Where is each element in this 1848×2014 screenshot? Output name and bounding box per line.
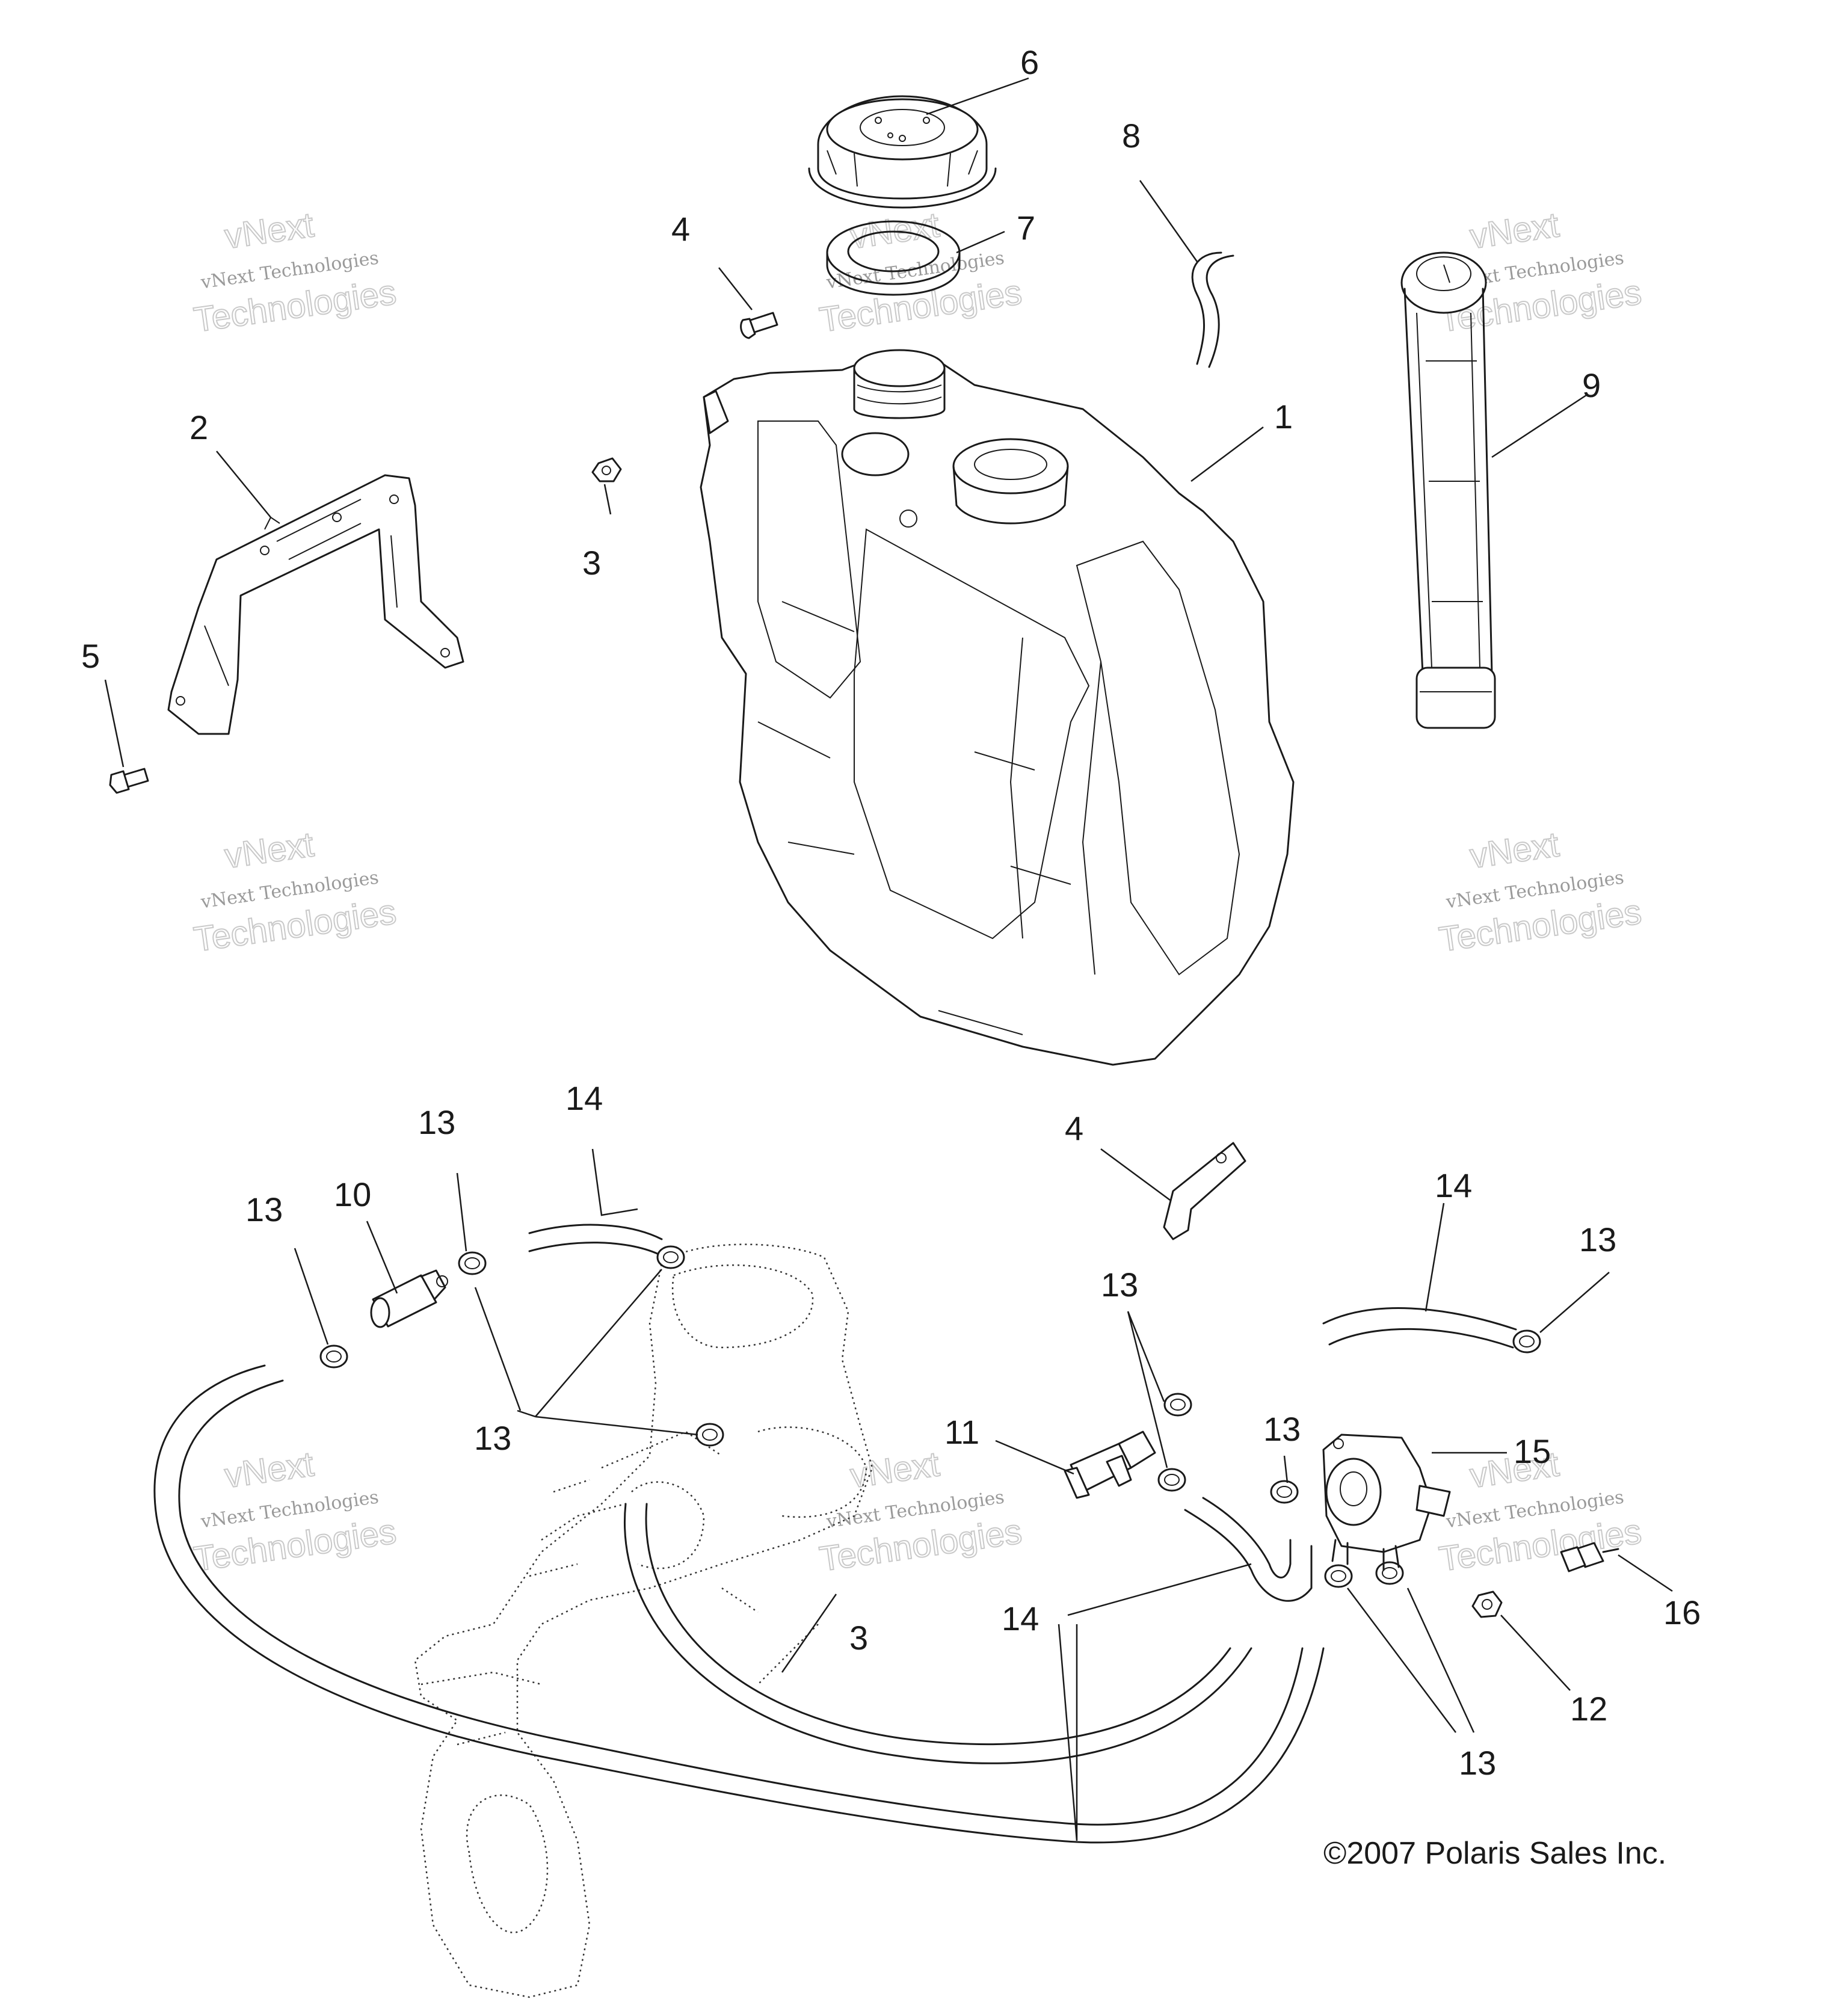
bolt-part-4-left bbox=[109, 768, 149, 794]
copyright-notice: ©2007 Polaris Sales Inc. bbox=[1323, 1836, 1666, 1871]
watermark: vNext vNext Technologies Technologies bbox=[816, 1444, 1024, 1579]
callout-13-e: 13 bbox=[474, 1419, 511, 1457]
callout-4-left: 5 bbox=[81, 637, 100, 675]
fuel-tank-part-1 bbox=[700, 349, 1295, 1066]
callout-11: 10 bbox=[334, 1175, 371, 1213]
clamp bbox=[656, 1245, 685, 1269]
watermark: vNext vNext Technologies Technologies bbox=[191, 824, 399, 959]
clamp bbox=[1157, 1468, 1186, 1492]
callout-3-right: 12 bbox=[1570, 1690, 1607, 1728]
callout-7: 7 bbox=[1017, 209, 1035, 247]
callout-4-top: 4 bbox=[671, 210, 690, 248]
watermark-brand: vNext bbox=[1467, 825, 1561, 876]
callout-3-top: 3 bbox=[582, 544, 601, 582]
watermark: vNext vNext Technologies Technologies bbox=[1436, 824, 1644, 959]
callout-9: 3 bbox=[849, 1619, 868, 1657]
callout-1: 1 bbox=[1274, 398, 1293, 436]
watermark-brand: vNext bbox=[222, 825, 316, 876]
watermark-brand: vNext bbox=[222, 205, 316, 256]
watermark-brand: vNext bbox=[848, 1444, 941, 1495]
fuel-line-part-14-upper-left bbox=[528, 1224, 663, 1255]
callout-8: 8 bbox=[1122, 117, 1141, 155]
fuel-filter-part-11 bbox=[370, 1269, 448, 1328]
nut-part-3-right bbox=[1471, 1591, 1503, 1618]
clamp bbox=[319, 1344, 348, 1369]
clamp bbox=[1324, 1564, 1353, 1588]
callout-2: 2 bbox=[189, 408, 208, 446]
leader-lines bbox=[104, 77, 1673, 1841]
callout-6: 6 bbox=[1020, 43, 1039, 81]
callout-12: 11 bbox=[944, 1413, 979, 1451]
clamp bbox=[695, 1423, 724, 1447]
watermark: vNext vNext Technologies Technologies bbox=[191, 205, 399, 340]
nut-part-3-top bbox=[591, 457, 622, 482]
bracket-part-2 bbox=[167, 474, 464, 735]
callout-13-b: 13 bbox=[245, 1190, 283, 1228]
fitting-part-16 bbox=[1560, 1542, 1619, 1572]
callout-10: 9 bbox=[1582, 366, 1601, 404]
fuel-gauge-sender-part-10 bbox=[1400, 251, 1496, 729]
vent-hose-part-8 bbox=[1191, 251, 1234, 368]
fuel-line-part-14-right bbox=[1322, 1307, 1517, 1349]
clamp bbox=[1512, 1329, 1541, 1353]
clip-part-5 bbox=[1163, 1142, 1246, 1240]
callout-13-a: 13 bbox=[418, 1103, 455, 1141]
fuel-line-part-9 bbox=[153, 1364, 1325, 1844]
fuel-line-part-14-short bbox=[1184, 1497, 1313, 1602]
watermark-brand: vNext bbox=[222, 1444, 316, 1495]
clamp bbox=[1163, 1393, 1192, 1417]
fuel-line-part-14-lower bbox=[624, 1503, 1252, 1764]
callout-13-c: 13 bbox=[1579, 1221, 1616, 1258]
callout-13-f: 13 bbox=[1263, 1410, 1301, 1448]
callout-labels: 6 7 8 4 1 9 2 3 5 14 4 13 10 13 14 13 13… bbox=[81, 43, 1701, 1782]
watermark: vNext vNext Technologies Technologies bbox=[816, 205, 1024, 340]
watermark: vNext vNext Technologies Technologies bbox=[191, 1444, 399, 1579]
clamp bbox=[458, 1251, 487, 1275]
callout-14-right: 14 bbox=[1435, 1166, 1472, 1204]
fuel-cap-part-6 bbox=[808, 95, 997, 209]
engine-outline bbox=[414, 1243, 873, 1998]
hose-clamps-part-13 bbox=[319, 1245, 1541, 1588]
callout-14-left: 14 bbox=[565, 1079, 603, 1117]
callout-5: 4 bbox=[1065, 1109, 1083, 1147]
t-fitting-part-12 bbox=[1064, 1430, 1156, 1499]
gasket-part-7 bbox=[826, 220, 961, 296]
watermark-brand: vNext bbox=[1467, 205, 1561, 256]
bolt-part-4-top bbox=[740, 312, 778, 339]
fuel-pump-part-15 bbox=[1322, 1434, 1451, 1571]
clamp bbox=[1270, 1480, 1299, 1504]
callout-16: 16 bbox=[1663, 1594, 1701, 1631]
callout-13-d: 13 bbox=[1101, 1266, 1138, 1304]
callout-13-g: 13 bbox=[1459, 1744, 1496, 1782]
callout-15: 15 bbox=[1514, 1432, 1551, 1470]
callout-14-lower: 14 bbox=[1002, 1600, 1039, 1637]
